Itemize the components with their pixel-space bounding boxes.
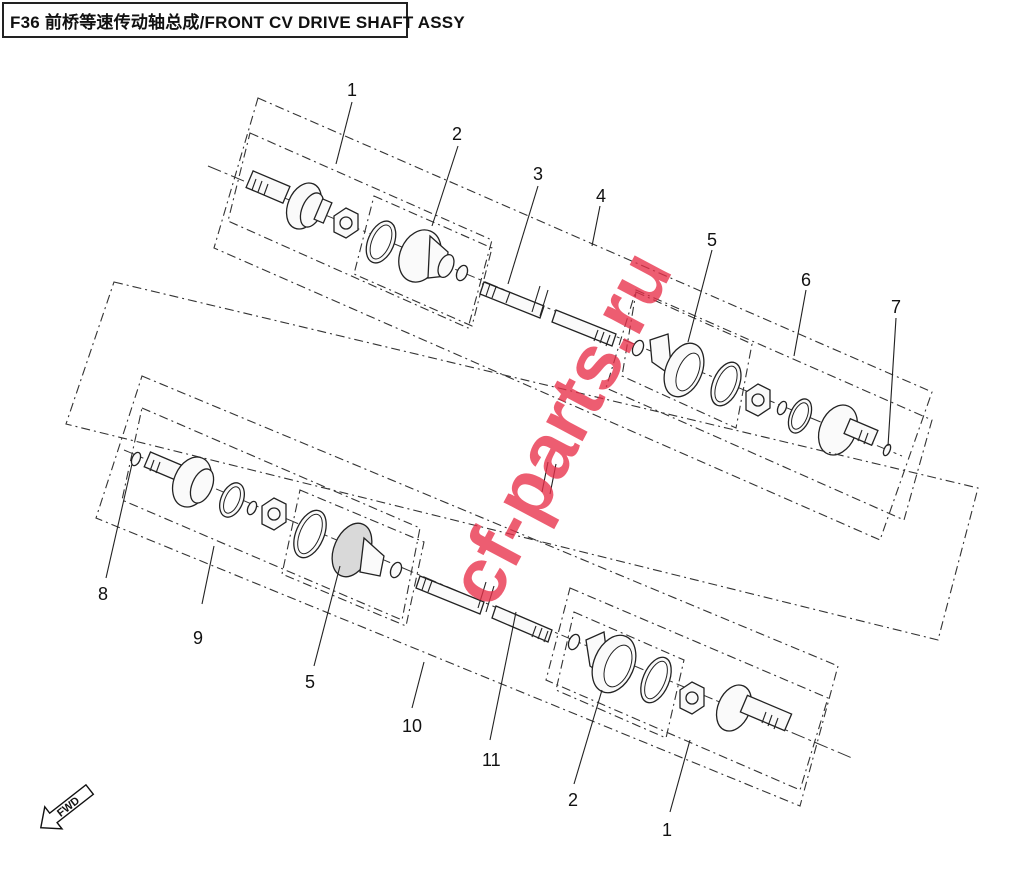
callout-upper-6: 6 xyxy=(801,270,811,290)
callout-lower-1: 1 xyxy=(662,820,672,840)
full-assembly-outline xyxy=(65,281,979,641)
lower-snap-ring xyxy=(130,451,142,467)
break-mark-upper xyxy=(541,461,549,493)
upper-shaft-bar xyxy=(479,281,617,347)
diagram-title: F36 前桥等速传动轴总成/FRONT CV DRIVE SHAFT ASSY xyxy=(2,2,465,38)
upper-outer-boot xyxy=(398,229,455,283)
lower-inner-boot-outline xyxy=(281,489,425,627)
upper-inner-boot-outline xyxy=(621,291,753,429)
upper-inner-boot xyxy=(649,333,705,398)
callout-upper-4: 4 xyxy=(596,186,606,206)
callout-lower-9: 9 xyxy=(193,628,203,648)
callout-upper-1: 1 xyxy=(347,80,357,100)
upper-inner-small-clamp xyxy=(631,339,645,357)
lower-outer-joint-outline xyxy=(545,587,829,791)
lower-outer-cv-joint xyxy=(715,684,793,732)
callout-upper-3: 3 xyxy=(533,164,543,184)
upper-outer-joint-outline xyxy=(227,132,493,329)
callout-lower-8: 8 xyxy=(98,584,108,604)
upper-inner-cv-joint xyxy=(817,404,879,456)
upper-outer-nut xyxy=(333,207,359,239)
lower-outer-boot xyxy=(585,631,637,694)
callout-upper-7: 7 xyxy=(891,297,901,317)
upper-shaft-assembly xyxy=(207,97,933,541)
callout-lower-2: 2 xyxy=(568,790,578,810)
lower-inner-cv-joint xyxy=(143,451,215,508)
callout-lower-10: 10 xyxy=(402,716,422,736)
upper-inner-nut xyxy=(745,383,771,417)
lower-shaft-bar xyxy=(415,575,553,643)
lower-outer-nut xyxy=(679,681,705,715)
upper-small-clamp xyxy=(455,264,469,282)
callout-leaders xyxy=(105,101,897,813)
lower-outer-small-clamp xyxy=(567,633,581,651)
upper-inner-joint-outline xyxy=(605,289,933,521)
lower-small-clamp xyxy=(389,561,403,579)
upper-snap-ring xyxy=(882,443,892,457)
upper-boot-kit-outline xyxy=(353,195,493,327)
callout-lower-5: 5 xyxy=(305,672,315,692)
lower-circlip xyxy=(246,500,258,516)
lower-shaft-assembly xyxy=(95,375,853,807)
lower-assembly-outline xyxy=(95,375,839,807)
callout-upper-5: 5 xyxy=(707,230,717,250)
callout-upper-2: 2 xyxy=(452,124,462,144)
upper-circlip xyxy=(776,400,788,416)
upper-outer-cv-joint xyxy=(245,170,333,230)
fwd-arrow-icon: FWD xyxy=(39,783,95,830)
callout-lower-11: 11 xyxy=(482,750,501,770)
watermark-text: cf-parts.ru xyxy=(430,237,689,619)
break-mark-lower xyxy=(549,463,557,495)
lower-boot-kit-outline xyxy=(555,611,685,739)
lower-inner-nut xyxy=(261,497,287,531)
lower-inner-boot xyxy=(331,522,385,578)
